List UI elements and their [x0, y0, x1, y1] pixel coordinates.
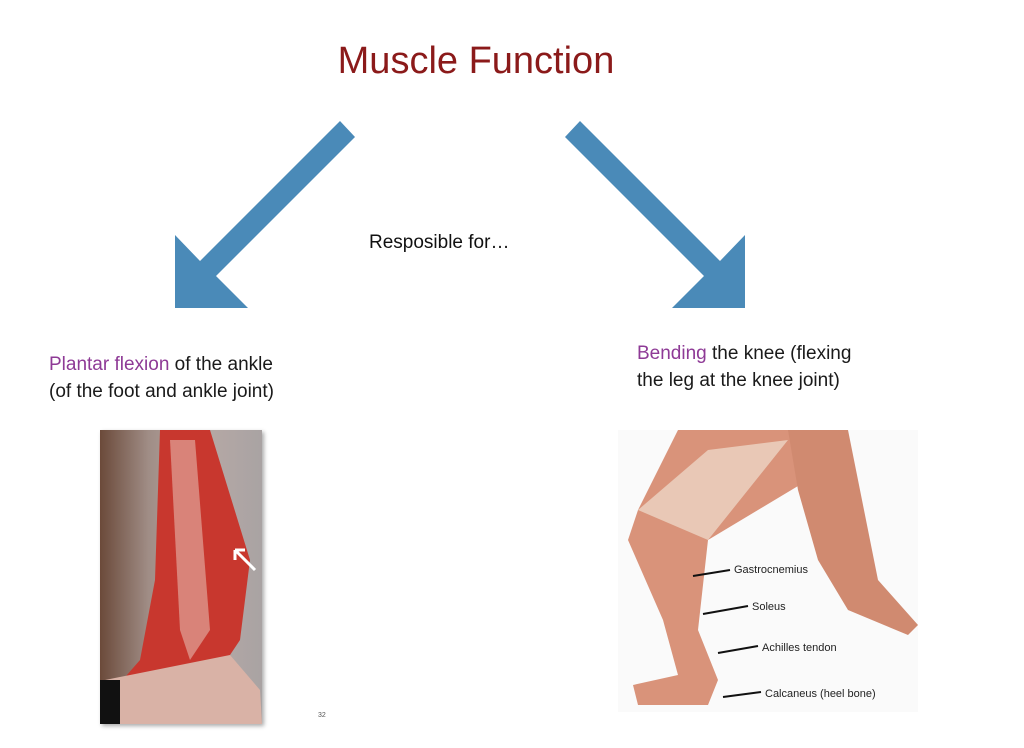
left-line1: of the ankle	[169, 354, 273, 375]
left-highlight: Plantar flexion	[49, 354, 170, 375]
arrow-left-icon	[175, 121, 355, 308]
left-line2: (of the foot and ankle joint)	[49, 381, 274, 402]
label-achilles: Achilles tendon	[762, 642, 837, 654]
arrow-right-icon	[565, 121, 745, 308]
right-line1: the knee (flexing	[706, 343, 852, 364]
pointer-arrow-icon	[233, 548, 257, 572]
label-calcaneus: Calcaneus (heel bone)	[765, 688, 876, 700]
right-caption: Bending the knee (flexing the leg at the…	[637, 340, 851, 394]
right-highlight: Bending	[637, 343, 707, 364]
label-soleus: Soleus	[752, 601, 786, 613]
left-caption: Plantar flexion of the ankle (of the foo…	[49, 351, 274, 405]
page-number: 32	[318, 712, 326, 719]
subtitle: Resposible for…	[369, 232, 510, 253]
label-gastrocnemius: Gastrocnemius	[734, 564, 808, 576]
slide-title: Muscle Function	[337, 40, 615, 82]
leg-muscle-photo	[100, 430, 262, 724]
right-line2: the leg at the knee joint)	[637, 370, 840, 391]
leg-muscle-diagram: Gastrocnemius Soleus Achilles tendon Cal…	[618, 430, 918, 712]
